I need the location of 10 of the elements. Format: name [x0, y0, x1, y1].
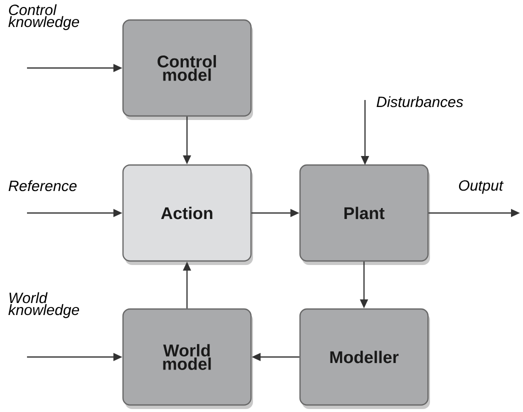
process-box: Control model	[122, 19, 253, 120]
edge-label: Disturbances	[376, 96, 464, 108]
edge-label: Output	[459, 180, 504, 194]
process-box: Action	[122, 164, 253, 265]
edge-label: World knowledge	[8, 292, 80, 318]
process-box: Modeller	[299, 308, 430, 409]
edge-label: Reference	[8, 180, 77, 192]
edge-label: Control knowledge	[8, 4, 80, 30]
process-box: Plant	[299, 164, 430, 265]
process-box: World model	[122, 308, 253, 409]
